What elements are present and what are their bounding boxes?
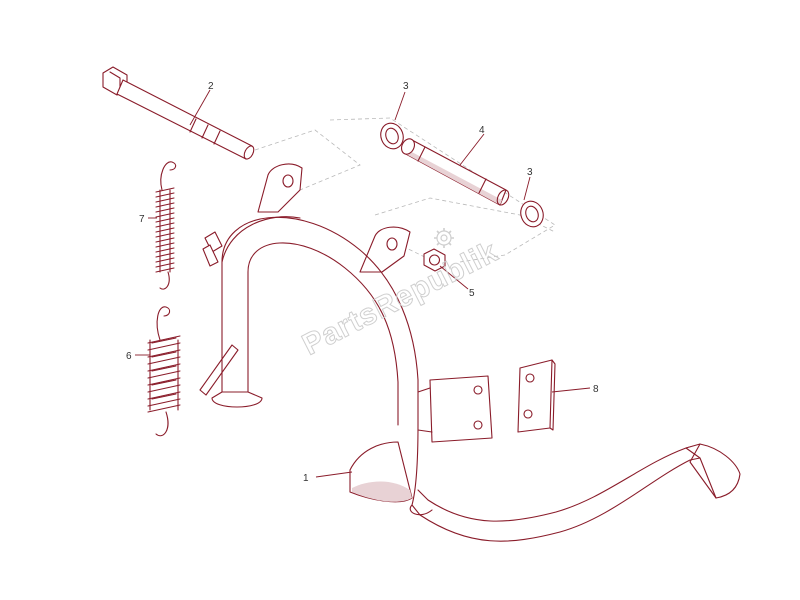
part-1-center-stand — [199, 163, 741, 542]
callout-8: 8 — [593, 384, 599, 395]
callout-1: 1 — [303, 473, 309, 484]
part-6-spring-long — [147, 306, 181, 437]
part-8-bracket-plate — [517, 359, 556, 433]
part-3-washer-upper — [380, 122, 404, 150]
callout-3-upper: 3 — [403, 81, 409, 92]
gear-icon — [434, 228, 454, 248]
callout-5: 5 — [469, 288, 475, 299]
callout-7: 7 — [139, 214, 145, 225]
callout-2: 2 — [208, 81, 214, 92]
callout-3-lower: 3 — [527, 167, 533, 178]
part-2-bolt — [102, 66, 255, 160]
callout-4: 4 — [479, 125, 485, 136]
callout-6: 6 — [126, 351, 132, 362]
part-3-washer-lower — [520, 200, 544, 228]
part-4-pivot-pin — [400, 138, 510, 206]
part-5-nut — [423, 248, 446, 272]
leader-lines — [135, 89, 591, 478]
part-7-spring-short — [155, 161, 177, 290]
